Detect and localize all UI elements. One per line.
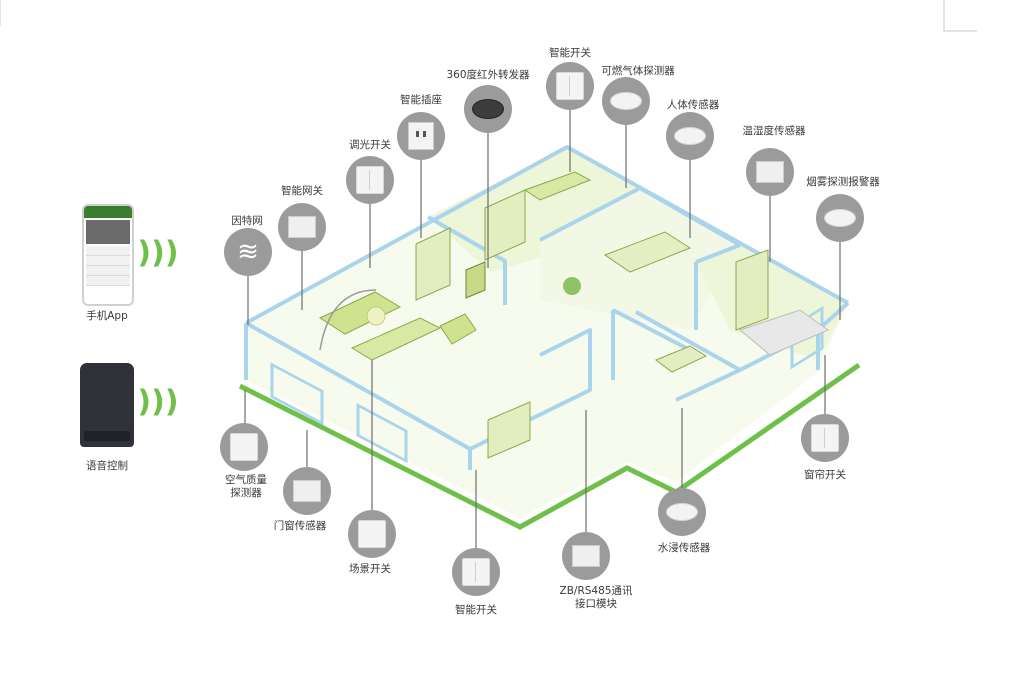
smart-switch-bottom-label: 智能开关 <box>455 604 497 616</box>
gateway-icon <box>288 216 316 238</box>
socket-icon <box>408 122 434 150</box>
wireless-signal-icon-app: ))) <box>137 235 179 271</box>
pir-sensor-icon <box>674 127 706 145</box>
leader-lines <box>244 108 841 550</box>
pir-sensor-label: 人体传感器 <box>666 99 720 111</box>
internet-label: 因特网 <box>231 215 263 227</box>
temp-humidity-node <box>746 148 794 196</box>
speaker-base <box>84 431 130 441</box>
ir-blaster-node <box>464 85 512 133</box>
phone-app-graphic <box>82 204 134 306</box>
scene-switch-node <box>348 510 396 558</box>
walls <box>244 145 850 470</box>
smart-switch-top-node <box>546 62 594 110</box>
smart-switch-top-label: 智能开关 <box>549 47 591 59</box>
ir-blaster-label: 360度红外转发器 <box>446 69 530 81</box>
pir-sensor-node <box>666 112 714 160</box>
air-quality-node <box>220 423 268 471</box>
switch-icon <box>462 558 490 586</box>
temp-humidity-icon <box>756 161 784 183</box>
socket-node <box>397 112 445 160</box>
curtain-switch-node <box>801 414 849 462</box>
air-quality-label: 空气质量 探测器 <box>225 474 267 499</box>
window-living-left <box>270 362 324 426</box>
socket-label: 智能插座 <box>400 94 442 106</box>
rs485-module-icon <box>572 545 600 567</box>
gateway-node <box>278 203 326 251</box>
scene-switch-icon <box>358 520 386 548</box>
rs485-module-label: ZB/RS485通讯 接口模块 <box>559 585 633 610</box>
smoke-alarm-icon <box>824 209 856 227</box>
floor-edge <box>238 362 861 530</box>
door-sensor-node <box>283 467 331 515</box>
phone-app-grid <box>86 246 130 286</box>
door-sensor-label: 门窗传感器 <box>273 520 327 532</box>
dimmer-node <box>346 156 394 204</box>
gas-detector-label: 可燃气体探测器 <box>601 65 675 77</box>
furniture <box>318 171 830 459</box>
app-label: 手机App <box>86 310 128 322</box>
gas-detector-icon <box>610 92 642 110</box>
water-sensor-icon <box>666 503 698 521</box>
window-living-front <box>356 403 408 464</box>
door-sensor-icon <box>293 480 321 502</box>
page-corner-mark-right <box>943 0 977 32</box>
smart-switch-bottom-node <box>452 548 500 596</box>
scene-switch-label: 场景开关 <box>349 563 391 575</box>
rs485-module-node <box>562 532 610 580</box>
ir-blaster-icon <box>472 99 504 119</box>
gateway-label: 智能网关 <box>281 185 323 197</box>
voice-label: 语音控制 <box>86 460 128 472</box>
wireless-signal-icon-voice: ))) <box>137 384 179 420</box>
air-quality-icon <box>230 433 258 461</box>
phone-app-hero <box>86 220 130 244</box>
phone-app-header <box>84 206 132 218</box>
internet-node: ≋ <box>224 228 272 276</box>
smart-speaker-graphic <box>80 363 134 447</box>
smoke-alarm-label: 烟雾探测报警器 <box>806 176 880 188</box>
dimmer-label: 调光开关 <box>349 139 391 151</box>
curtain-switch-label: 窗帘开关 <box>804 469 846 481</box>
water-sensor-node <box>658 488 706 536</box>
dimmer-switch-icon <box>356 166 384 194</box>
curtain-switch-icon <box>811 424 839 452</box>
water-sensor-label: 水浸传感器 <box>657 542 711 554</box>
wifi-icon: ≋ <box>237 237 259 267</box>
switch-icon <box>556 72 584 100</box>
gas-detector-node <box>602 77 650 125</box>
smoke-alarm-node <box>816 194 864 242</box>
temp-humidity-label: 温湿度传感器 <box>742 125 806 137</box>
